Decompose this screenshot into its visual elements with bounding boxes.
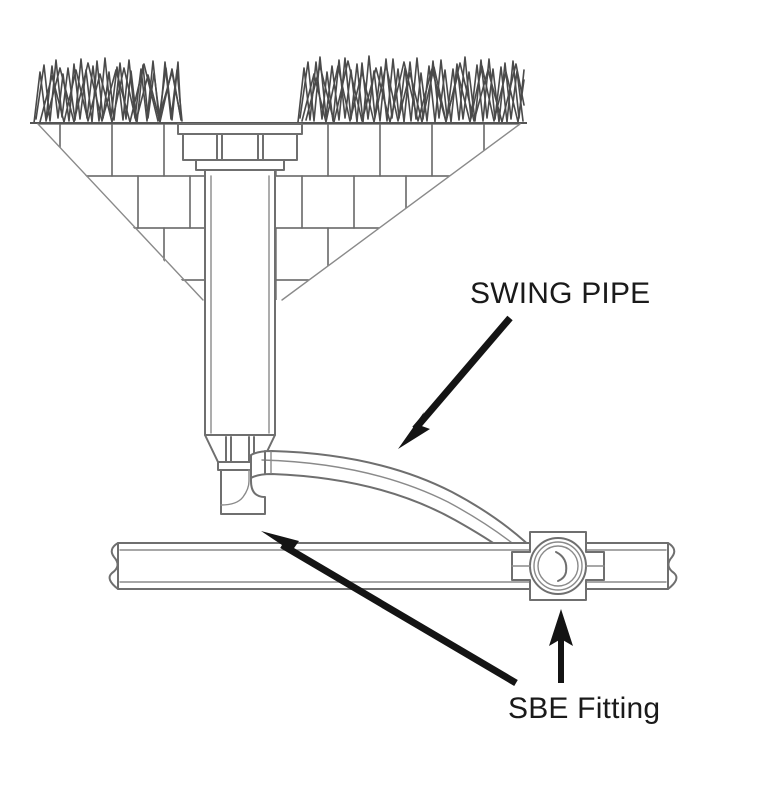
elbow-fitting xyxy=(220,469,266,515)
escutcheon-flange xyxy=(177,123,303,171)
sbe-fitting-arrow xyxy=(549,609,573,683)
swing-pipe-lower-arrow xyxy=(261,531,518,687)
swing-pipe-arrow xyxy=(398,315,513,449)
swing-pipe-label: SWING PIPE xyxy=(470,277,650,310)
sbe-fitting xyxy=(511,531,605,601)
vertical-drop-pipe xyxy=(204,169,276,436)
sbe-fitting-label: SBE Fitting xyxy=(508,692,660,725)
